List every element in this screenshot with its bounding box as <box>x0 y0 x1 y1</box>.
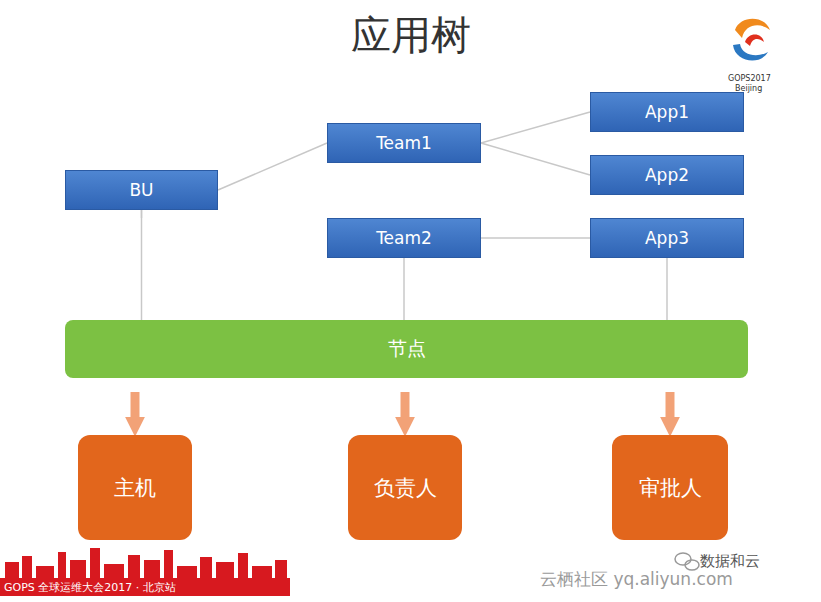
tree-link <box>481 112 590 143</box>
root-box: BU <box>65 170 218 210</box>
tree-link <box>666 258 668 320</box>
wechat-icon <box>675 553 699 570</box>
node-label: App1 <box>645 102 689 122</box>
tree-link <box>481 237 590 239</box>
flow-arrow <box>131 392 140 421</box>
diagram-title: 应用树 <box>0 8 821 63</box>
tree-link <box>403 258 405 320</box>
team-box: Team2 <box>327 218 481 258</box>
node-label: Team1 <box>376 133 432 153</box>
site-watermark: 云栖社区 yq.aliyun.com <box>540 568 733 591</box>
app-box: App3 <box>590 218 744 258</box>
node-label: App3 <box>645 228 689 248</box>
app-box: App1 <box>590 92 744 132</box>
gops-logo <box>733 19 770 61</box>
flow-arrow <box>401 392 410 421</box>
wechat-watermark: 数据和云 <box>700 552 760 571</box>
resource-box: 主机 <box>78 435 192 540</box>
node-label: App2 <box>645 165 689 185</box>
tree-link <box>481 143 590 175</box>
logo-text: GOPS2017 <box>728 74 771 83</box>
team-box: Team1 <box>327 123 481 163</box>
city-skyline <box>0 548 290 596</box>
flow-arrow <box>666 392 675 421</box>
resource-box: 负责人 <box>348 435 462 540</box>
app-box: App2 <box>590 155 744 195</box>
resource-box: 审批人 <box>612 435 728 540</box>
node-label: 负责人 <box>374 474 437 502</box>
node-label: 主机 <box>114 474 156 502</box>
node-label: 节点 <box>388 336 426 362</box>
tree-link <box>218 143 327 190</box>
node-label: Team2 <box>376 228 432 248</box>
tree-link <box>141 210 143 320</box>
event-watermark: GOPS 全球运维大会2017 · 北京站 <box>4 580 176 595</box>
logo-text: Beijing <box>735 84 762 93</box>
node-label: BU <box>129 180 153 200</box>
node-band: 节点 <box>65 320 748 378</box>
node-label: 审批人 <box>639 474 702 502</box>
